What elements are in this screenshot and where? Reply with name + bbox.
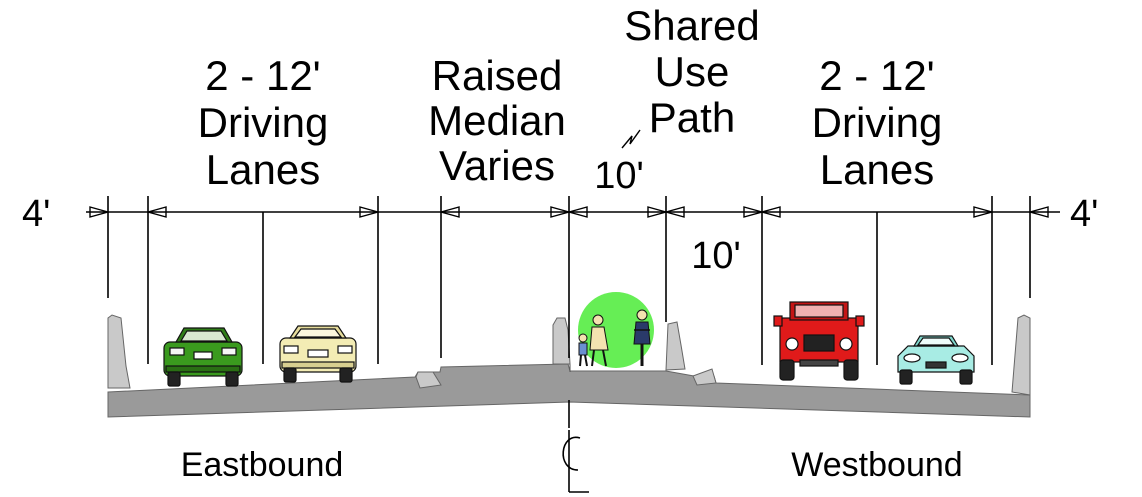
- teal-car-icon: [897, 335, 975, 385]
- red-jeep-icon: [773, 301, 865, 381]
- median-label-line2: Median: [428, 97, 566, 144]
- right-barrier: [1011, 314, 1031, 396]
- eastbound-label: Eastbound: [181, 446, 344, 484]
- left-lanes-label-line2: Driving: [198, 99, 329, 146]
- left-shoulder-label: 4': [22, 193, 50, 235]
- westbound-label: Westbound: [791, 446, 962, 484]
- right-median-curb: [692, 368, 717, 386]
- right-lanes-label-line3: Lanes: [820, 146, 934, 193]
- left-barrier: [107, 314, 131, 389]
- path-barrier: [665, 321, 686, 371]
- path-width-label: 10': [594, 155, 644, 197]
- path-label-line1: Shared: [624, 2, 759, 49]
- cream-car-icon: [279, 325, 357, 383]
- pedestrian-adult-icon: [589, 314, 609, 367]
- dimension-arrows: [89, 206, 1049, 218]
- right-lanes-label-line1: 2 - 12': [819, 52, 934, 99]
- median-label-line1: Raised: [432, 52, 563, 99]
- pedestrian-child-icon: [578, 333, 588, 367]
- path-label-line2: Use: [655, 48, 730, 95]
- centerline-symbol: [562, 430, 589, 493]
- buffer-width-label: 10': [691, 235, 741, 277]
- left-median-curb: [415, 371, 442, 389]
- path-leader-line: [621, 129, 641, 149]
- right-lanes-label-line2: Driving: [812, 99, 943, 146]
- path-label-line3: Path: [649, 94, 735, 141]
- left-lanes-label-line1: 2 - 12': [205, 52, 320, 99]
- right-shoulder-label: 4': [1070, 193, 1098, 235]
- green-car-icon: [163, 327, 243, 387]
- cyclist-icon: [633, 309, 651, 366]
- center-barrier: [552, 317, 571, 365]
- left-lanes-label-line3: Lanes: [206, 146, 320, 193]
- median-label-line3: Varies: [439, 142, 555, 189]
